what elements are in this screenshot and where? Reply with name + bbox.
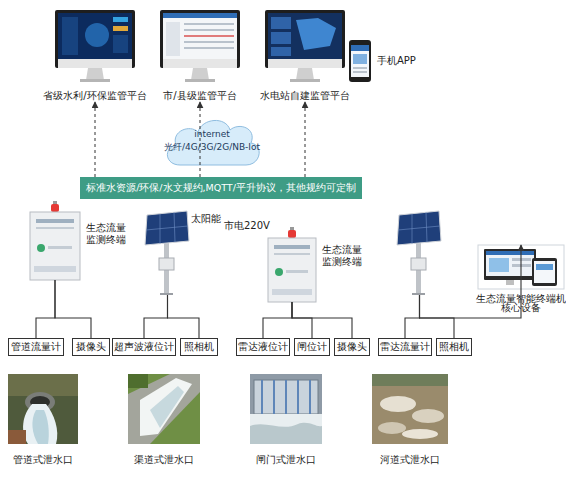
node-text: 生态流量监测终端: [322, 244, 366, 268]
sensor-box: 摄像头: [334, 338, 370, 356]
monitor-illustration: [55, 10, 135, 82]
node-text: 光纤/4G/3G/2G/NB-Iot: [160, 141, 264, 153]
outlet-photo: 河道式泄水口: [372, 374, 448, 470]
node-text: 标准水资源/环保/水文规约,MQTT/平升协议，其他规约可定制: [80, 177, 362, 199]
sensor-box: 照相机: [436, 338, 472, 356]
node-text: 闸门式泄水口: [250, 454, 322, 466]
node-text: 手机APP: [377, 55, 416, 67]
platform-monitor: 省级水利/环保监管平台: [40, 10, 150, 102]
solar-pole-illustration: [397, 211, 441, 295]
terminal-illustration: [30, 201, 80, 280]
node-text: 管道式泄水口: [8, 454, 78, 466]
node-text: 生态流量监测终端: [86, 222, 130, 246]
terminal-illustration: [268, 227, 316, 302]
outlet-photo: 闸门式泄水口: [250, 374, 322, 470]
connector-line: [168, 295, 200, 338]
platform-monitor: 水电站自建监管平台: [250, 10, 360, 102]
edge-label: 核心设备: [501, 301, 541, 315]
sensor-box: 雷达液位计: [236, 338, 290, 356]
connector-line: [263, 302, 292, 338]
connector-line: [420, 295, 455, 338]
sensor-box: 雷达流量计: [378, 338, 432, 356]
mobile-app: 手机APP: [347, 40, 427, 82]
node-text: 照相机: [181, 339, 217, 355]
node-text: 河道式泄水口: [372, 454, 448, 466]
sensor-box: 闸位计: [294, 338, 330, 356]
node-text: 渠道式泄水口: [128, 454, 200, 466]
protocol-band: 标准水资源/环保/水文规约,MQTT/平升协议，其他规约可定制: [80, 177, 362, 199]
cloud-outline: [160, 113, 264, 168]
node-text: 雷达液位计: [237, 339, 289, 355]
solar-pole: [397, 211, 442, 295]
node-text: 摄像头: [335, 339, 369, 355]
monitor-illustration: [265, 10, 345, 82]
uplink-arrow: [305, 102, 306, 177]
node-text: 太阳能: [191, 213, 221, 225]
sensor-box: 管道流量计: [8, 338, 64, 356]
node-text: 市/县级监管平台: [145, 90, 255, 102]
connector-line: [405, 295, 420, 338]
node-text: 雷达流量计: [379, 339, 431, 355]
solar-pole: 太阳能: [145, 211, 190, 295]
river-outlet-photo: [372, 374, 448, 444]
connector-line: [292, 302, 312, 338]
outlet-photo: 渠道式泄水口: [128, 374, 200, 470]
platform-monitor: 市/县级监管平台: [145, 10, 255, 102]
monitoring-terminal: 生态流量监测终端: [30, 212, 80, 280]
node-text: internet: [160, 128, 264, 140]
solar-pole-illustration: [145, 211, 189, 295]
outlet-photo: 管道式泄水口: [8, 374, 78, 470]
node-text: 管道流量计: [9, 339, 63, 355]
node-text: 摄像头: [73, 339, 109, 355]
sensor-box: 超声波液位计: [112, 338, 176, 356]
connector-line: [36, 280, 55, 338]
node-text: 市电220V: [224, 220, 270, 232]
terminal-machine: 生态流量智能终端机: [478, 245, 564, 289]
node-text: 省级水利/环保监管平台: [40, 90, 150, 102]
channel-outlet-photo: [128, 374, 200, 444]
uplink-arrow: [95, 102, 96, 177]
connector-line: [55, 280, 91, 338]
sensor-box: 摄像头: [72, 338, 110, 356]
node-text: 水电站自建监管平台: [250, 90, 360, 102]
internet-cloud: internet光纤/4G/3G/2G/NB-Iot: [160, 113, 264, 168]
connector-line: [292, 302, 352, 338]
sensor-box: 照相机: [180, 338, 218, 356]
node-text: 闸位计: [295, 339, 329, 355]
pipe-outlet-photo: [8, 374, 78, 444]
gate-outlet-photo: [250, 374, 322, 444]
phone-illustration: [349, 40, 371, 82]
node-text: 照相机: [437, 339, 471, 355]
terminal-machine-illustration: [478, 245, 564, 289]
connector-line: [144, 295, 168, 338]
monitor-illustration: [160, 10, 240, 82]
node-text: 超声波液位计: [113, 339, 175, 355]
monitoring-terminal: 市电220V生态流量监测终端: [268, 238, 316, 302]
